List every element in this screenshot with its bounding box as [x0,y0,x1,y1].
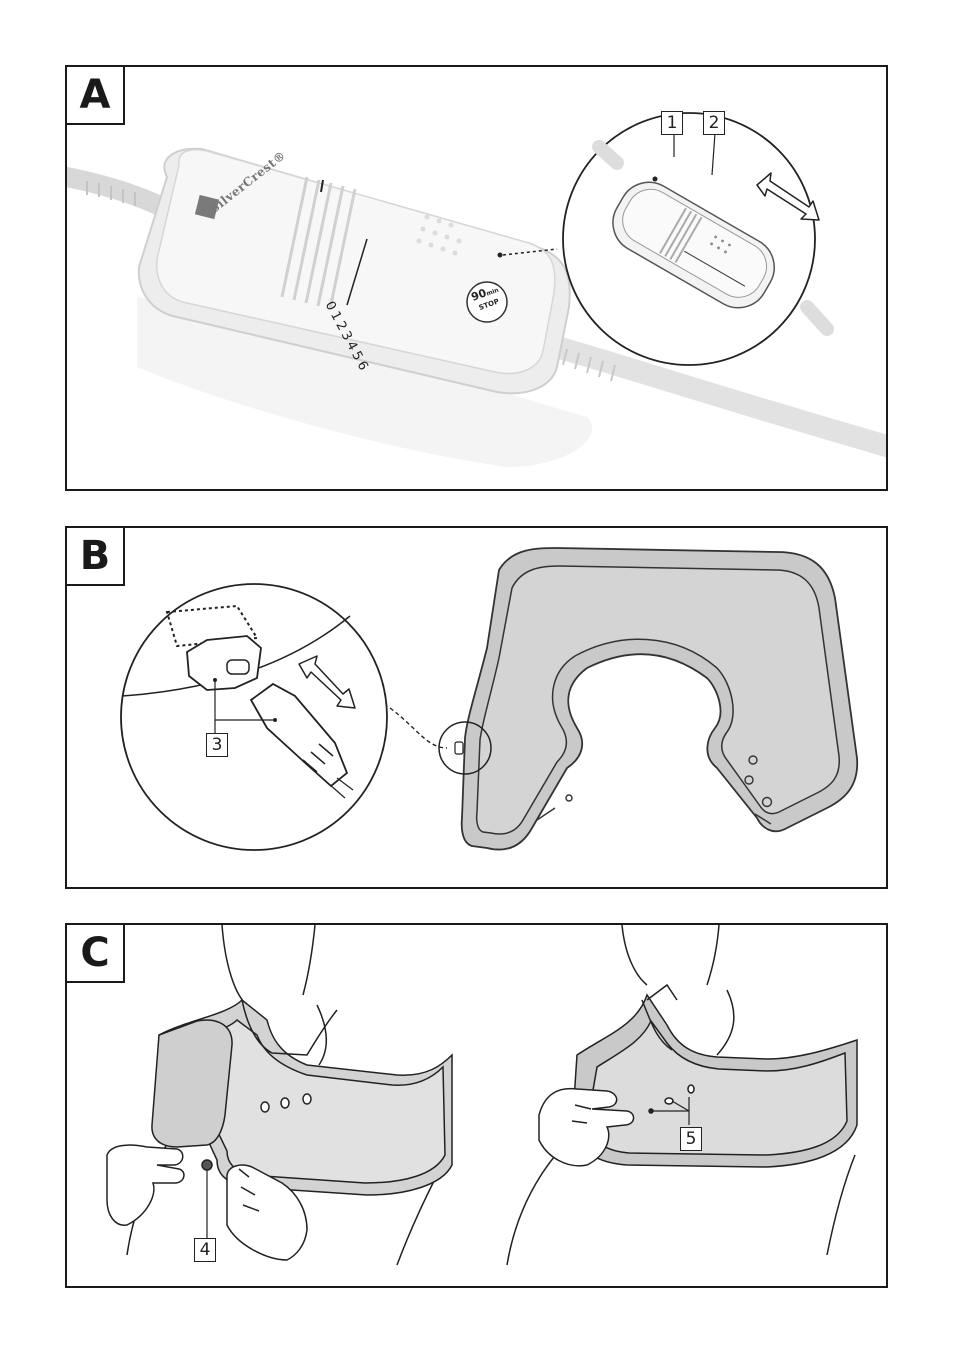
panel-a-label: A [65,65,125,125]
pad-connection-illustration [67,528,888,889]
person-wearing-pad [507,925,857,1265]
zoom-detail [563,113,827,365]
person-attaching-fastener [107,925,452,1265]
wearing-illustration [67,925,888,1288]
callout-2: 2 [703,111,725,135]
callout-4: 4 [194,1238,216,1262]
panel-c-label: C [65,923,125,983]
panel-a-controller: SilverCrest® 0 1 2 3 4 5 6 90min STOP 1 … [65,65,888,491]
timer-unit: min [486,287,500,298]
panel-c-wearing: 4 5 [65,923,888,1288]
callout-5: 5 [680,1127,702,1151]
connector-zoom [121,584,387,850]
controller-illustration [67,67,888,491]
panel-b-label: B [65,526,125,586]
callout-3: 3 [206,733,228,757]
panel-b-connector: 3 [65,526,888,889]
heating-pad [439,548,857,850]
callout-1: 1 [661,111,683,135]
